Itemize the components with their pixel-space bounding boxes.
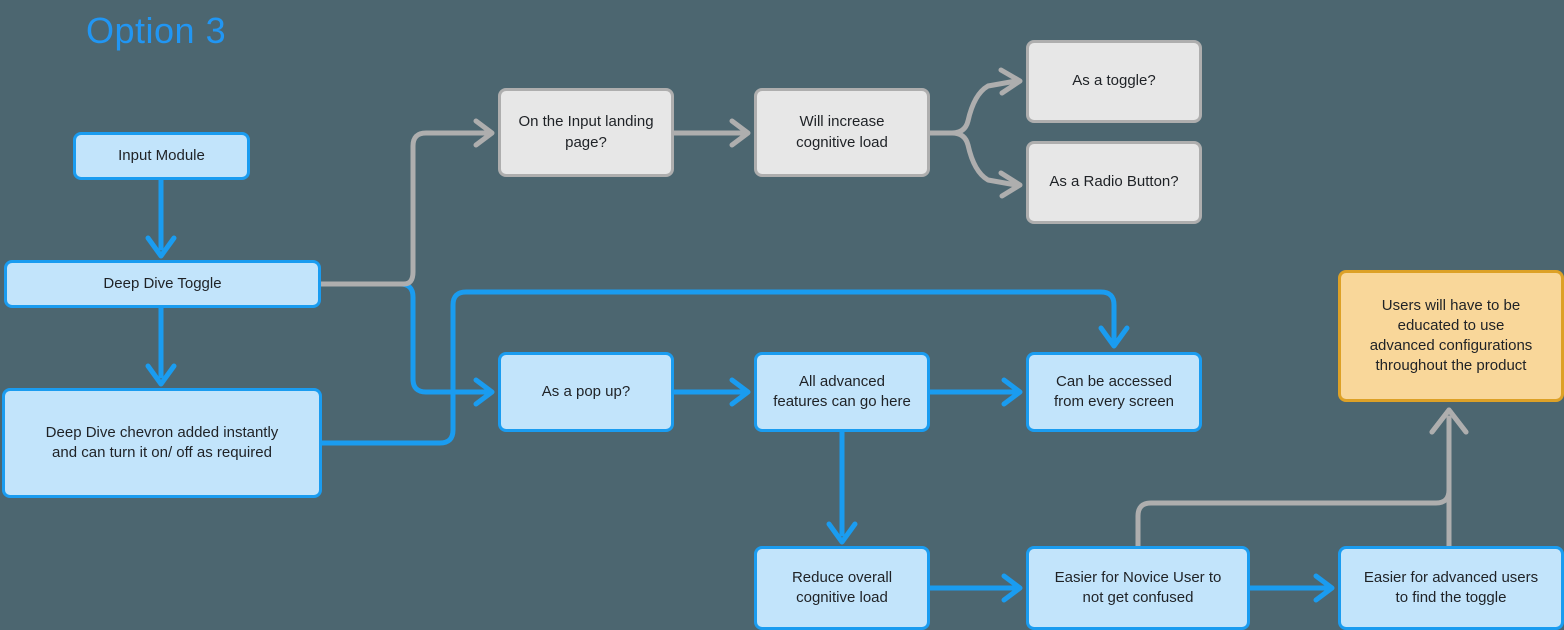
node-users-educated[interactable]: Users will have to be educated to use ad… xyxy=(1338,270,1564,402)
node-label: All advanced features can go here xyxy=(773,372,911,410)
node-advanced-users[interactable]: Easier for advanced users to find the to… xyxy=(1338,546,1564,630)
edge-deep-dive-toggle-to-input-landing-page xyxy=(318,118,495,287)
edge-advanced-users-to-users-educated xyxy=(1429,407,1469,549)
node-label: As a Radio Button? xyxy=(1049,173,1179,191)
node-can-be-accessed[interactable]: Can be accessed from every screen xyxy=(1026,352,1202,432)
node-input-landing-page[interactable]: On the Input landing page? xyxy=(498,88,674,177)
node-label: Easier for advanced users to find the to… xyxy=(1363,568,1539,606)
node-label: Will increase cognitive load xyxy=(796,113,888,151)
node-as-a-toggle[interactable]: As a toggle? xyxy=(1026,40,1202,123)
node-as-a-radio-button[interactable]: As a Radio Button? xyxy=(1026,141,1202,224)
edge-input-module-to-deep-dive-toggle xyxy=(145,177,177,259)
node-reduce-load[interactable]: Reduce overall cognitive load xyxy=(754,546,930,630)
node-as-a-pop-up[interactable]: As a pop up? xyxy=(498,352,674,432)
node-novice-user[interactable]: Easier for Novice User to not get confus… xyxy=(1026,546,1250,630)
node-label: As a pop up? xyxy=(541,382,631,400)
node-label: Can be accessed from every screen xyxy=(1053,372,1175,410)
edge-reduce-load-to-novice-user xyxy=(927,573,1023,603)
edge-all-advanced-to-can-be-accessed xyxy=(927,377,1023,407)
edge-input-landing-page-to-cognitive-load xyxy=(671,118,751,148)
node-label: Deep Dive chevron added instantly and ca… xyxy=(45,423,279,461)
node-label: Users will have to be educated to use ad… xyxy=(1369,296,1533,375)
node-input-module[interactable]: Input Module xyxy=(73,132,250,180)
edge-deep-dive-toggle-to-chevron xyxy=(145,305,177,387)
edge-cognitive-load-to-as-a-radio-button xyxy=(927,130,1023,199)
node-deep-dive-toggle[interactable]: Deep Dive Toggle xyxy=(4,260,321,308)
node-label: As a toggle? xyxy=(1072,72,1156,90)
node-all-advanced[interactable]: All advanced features can go here xyxy=(754,352,930,432)
node-label: On the Input landing page? xyxy=(518,113,654,151)
node-deep-dive-chevron[interactable]: Deep Dive chevron added instantly and ca… xyxy=(2,388,322,498)
edge-novice-user-to-advanced-users xyxy=(1247,573,1335,603)
node-label: Reduce overall cognitive load xyxy=(791,568,893,606)
edge-as-a-pop-up-to-all-advanced xyxy=(671,377,751,407)
node-cognitive-load[interactable]: Will increase cognitive load xyxy=(754,88,930,177)
node-label: Deep Dive Toggle xyxy=(103,274,222,292)
edge-chevron-to-can-be-accessed xyxy=(319,289,1130,446)
page-title: Option 3 xyxy=(86,10,227,51)
edge-deep-dive-toggle-to-as-a-pop-up xyxy=(318,281,495,407)
edge-cognitive-load-to-as-a-toggle xyxy=(927,67,1023,136)
node-label: Input Module xyxy=(118,146,205,164)
edge-all-advanced-to-reduce-load xyxy=(826,429,858,545)
node-label: Easier for Novice User to not get confus… xyxy=(1054,568,1222,606)
